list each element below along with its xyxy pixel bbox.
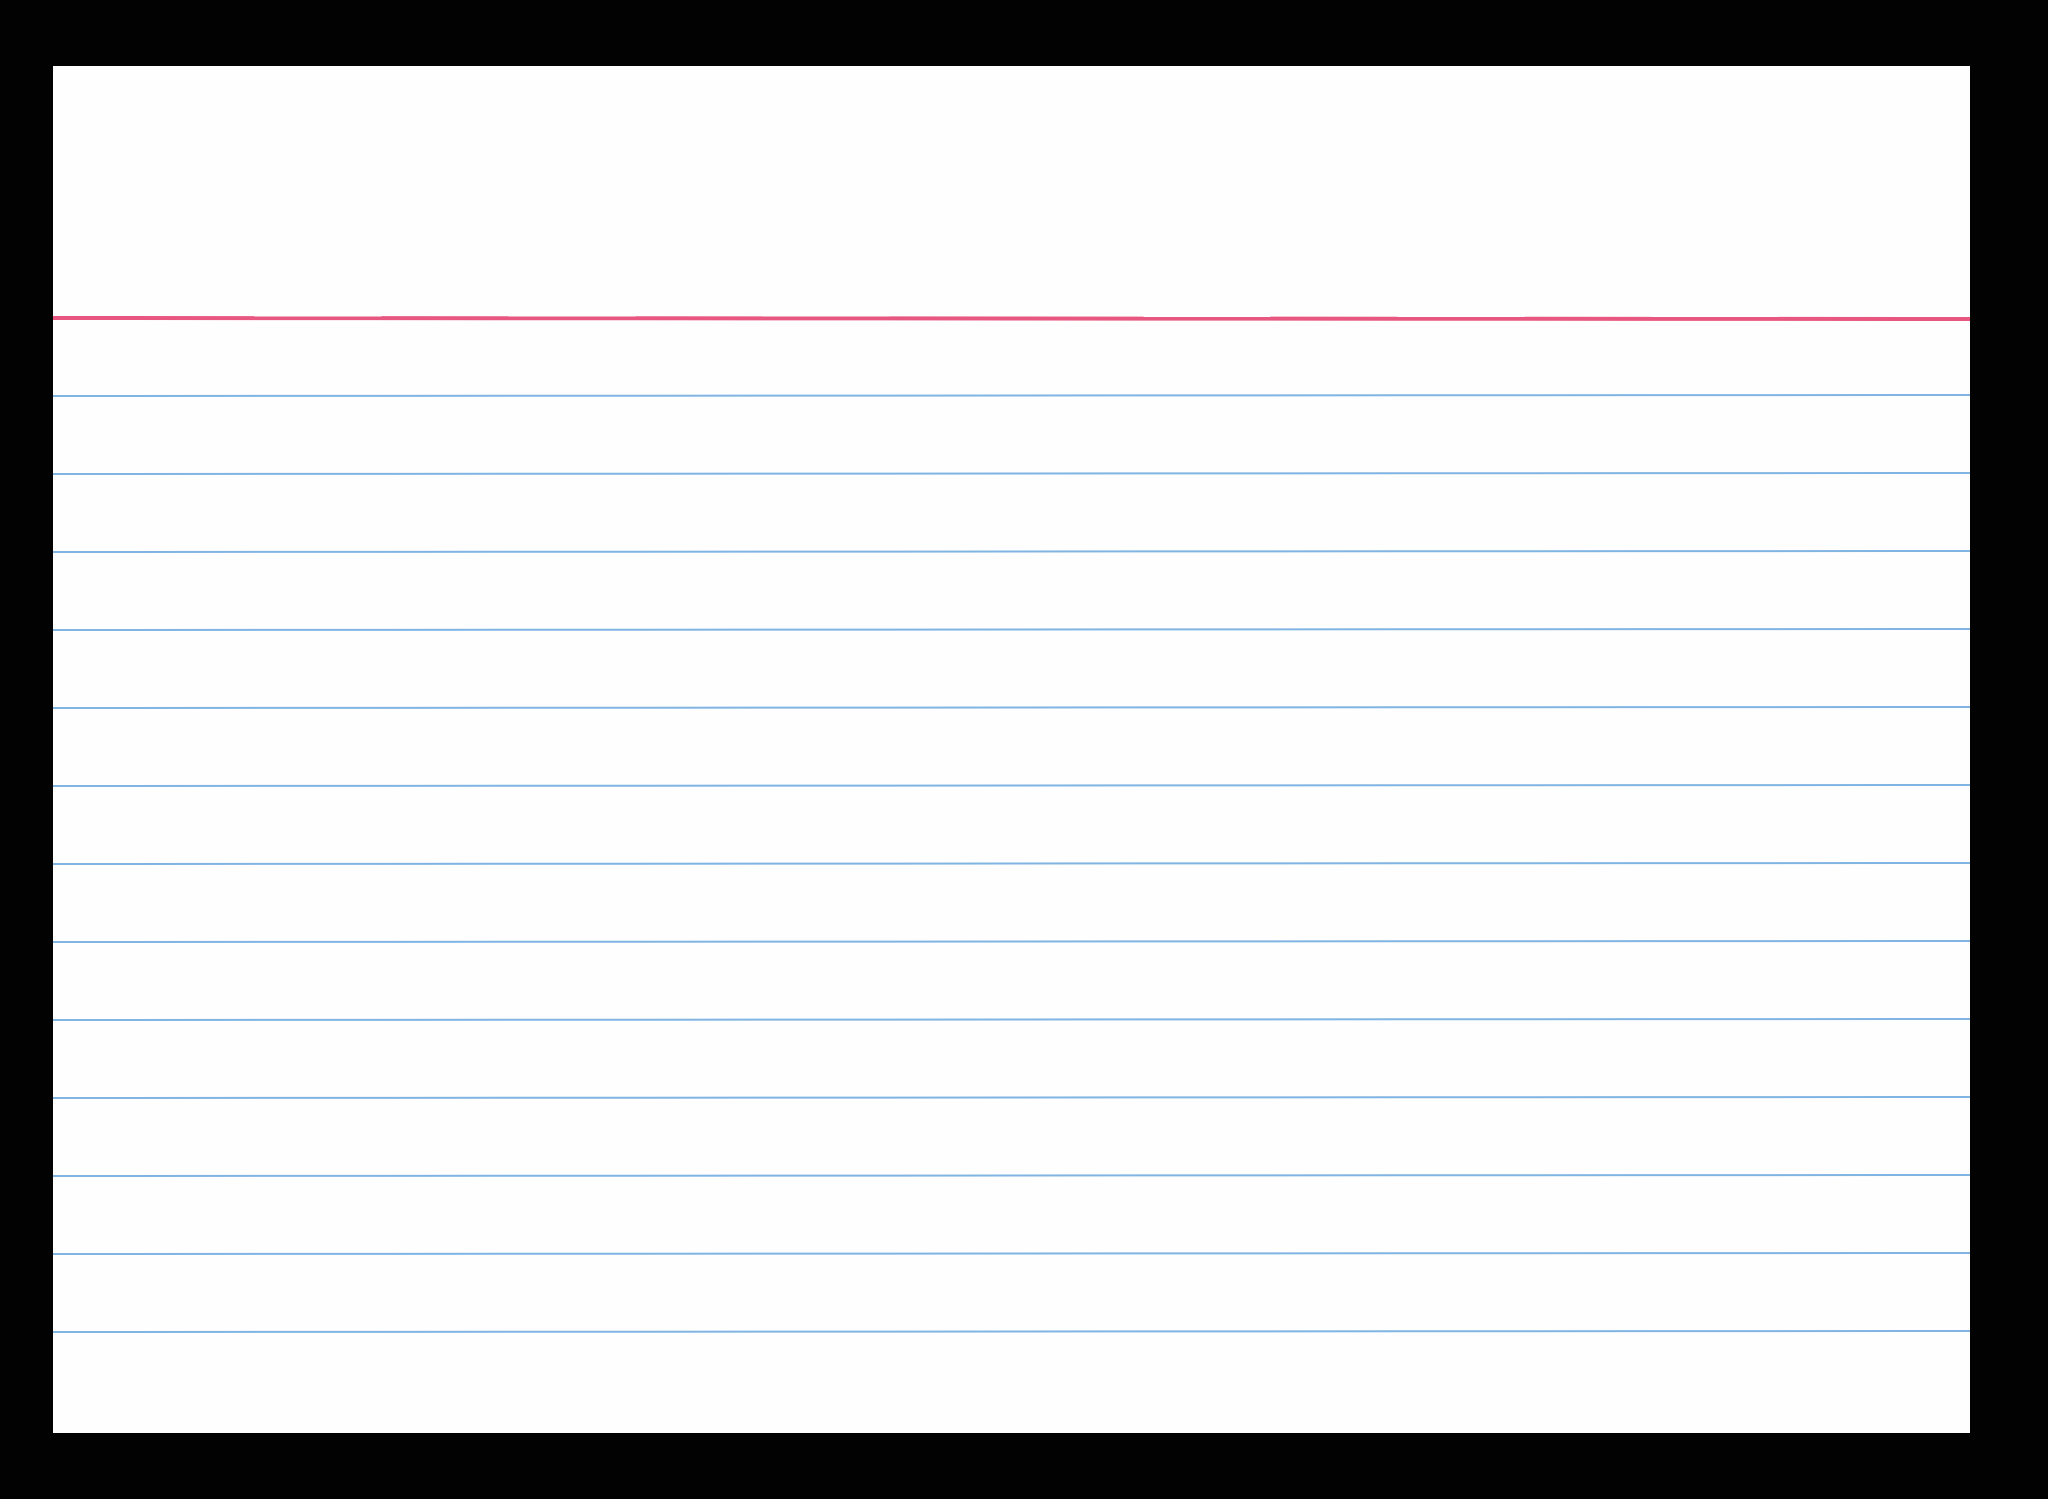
ruled-line xyxy=(53,706,1970,709)
ruled-line xyxy=(53,1018,1970,1021)
header-rule-line xyxy=(53,316,1970,321)
ruled-line xyxy=(53,394,1970,397)
ruled-line xyxy=(53,862,1970,865)
ruled-line xyxy=(53,1252,1970,1255)
ruled-line xyxy=(53,1174,1970,1177)
ruled-line xyxy=(53,784,1970,787)
ruled-line xyxy=(53,940,1970,943)
ruled-lines xyxy=(53,316,1970,1333)
ruled-line xyxy=(53,550,1970,553)
index-card xyxy=(53,66,1970,1433)
ruled-line xyxy=(53,472,1970,475)
ruled-line xyxy=(53,628,1970,631)
ruled-line xyxy=(53,1096,1970,1099)
ruled-line xyxy=(53,1330,1970,1333)
